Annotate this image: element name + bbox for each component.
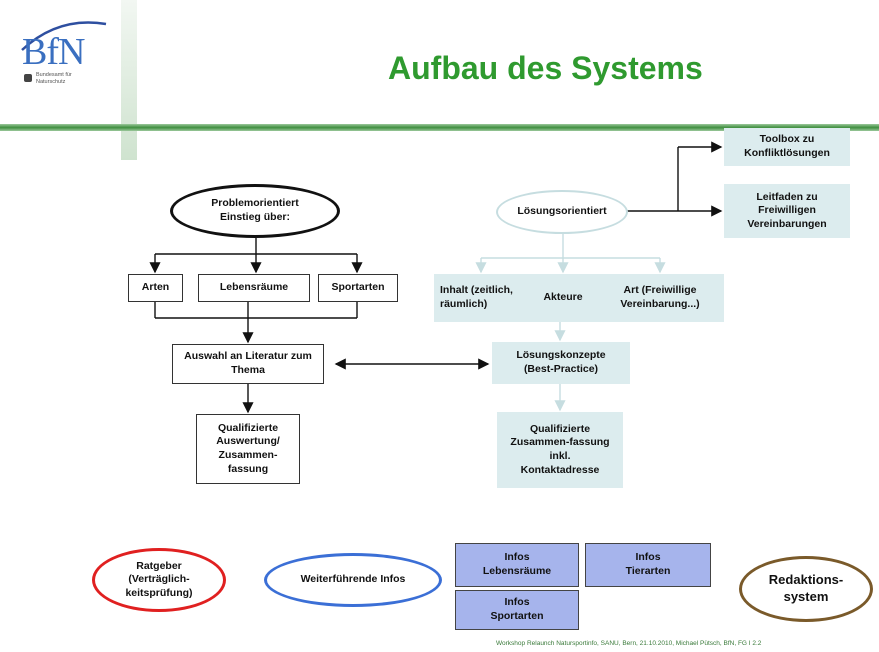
logo-eagle-icon: [24, 74, 32, 82]
page-title: Aufbau des Systems: [388, 50, 703, 86]
logo-subtext: Bundesamt für Naturschutz: [36, 72, 72, 85]
infos-tierarten-box: Infos Tierarten: [585, 543, 711, 587]
header-green-band: [0, 124, 879, 131]
category-lebensraeume: Lebensräume: [198, 274, 310, 302]
solution-oriented-oval: Lösungsorientiert: [496, 190, 628, 234]
qualified-summary-box: Qualifizierte Zusammen-fassung inkl. Kon…: [497, 412, 623, 488]
logo-letters: BfN: [22, 31, 85, 73]
solution-concepts-box: Lösungskonzepte (Best-Practice): [492, 342, 630, 384]
category-inhalt: Inhalt (zeitlich, räumlich): [434, 274, 530, 322]
guideline-box: Leitfaden zu Freiwilligen Vereinbarungen: [724, 184, 850, 238]
category-arten: Arten: [128, 274, 183, 302]
category-sportarten: Sportarten: [318, 274, 398, 302]
literature-selection-box: Auswahl an Literatur zum Thema: [172, 344, 324, 384]
category-art: Art (Freiwillige Vereinbarung...): [596, 274, 724, 322]
category-akteure: Akteure: [530, 274, 596, 322]
bfn-logo: BfN Bundesamt für Naturschutz: [18, 14, 108, 94]
toolbox-box: Toolbox zu Konfliktlösungen: [724, 128, 850, 166]
editorial-system-oval: Redaktions-system: [739, 556, 873, 622]
infos-sportarten-box: Infos Sportarten: [455, 590, 579, 630]
problem-oriented-oval: Problemorientiert Einstieg über:: [170, 184, 340, 238]
header-vertical-band: [121, 0, 137, 160]
further-info-oval: Weiterführende Infos: [264, 553, 442, 607]
qualified-evaluation-box: Qualifizierte Auswertung/ Zusammen-fassu…: [196, 414, 300, 484]
advisor-oval: Ratgeber (Verträglich-keitsprüfung): [92, 548, 226, 612]
footer-text: Workshop Relaunch Natursportinfo, SANU, …: [496, 640, 762, 647]
infos-lebensraeume-box: Infos Lebensräume: [455, 543, 579, 587]
logo-swoosh-icon: [21, 21, 107, 51]
